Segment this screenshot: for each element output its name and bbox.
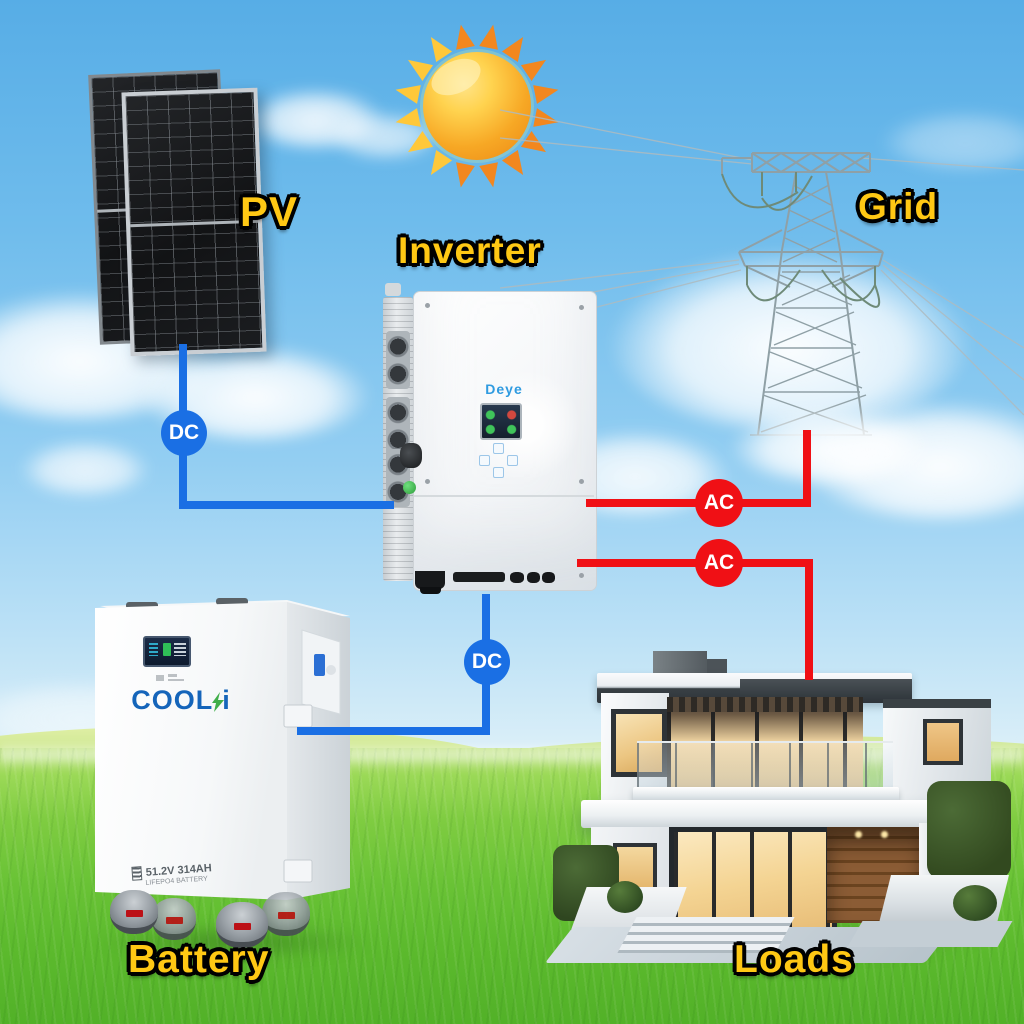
ac-badge-loads: AC (695, 539, 743, 587)
power-led (403, 481, 416, 494)
badge-text: AC (703, 491, 735, 514)
ac-badge-grid: AC (695, 479, 743, 527)
caster-wheel (262, 892, 310, 936)
caster-wheel (216, 902, 268, 948)
mounting-tab (385, 283, 401, 296)
ac-line-grid-vertical (803, 430, 811, 507)
inverter-brand: Deye (485, 381, 523, 397)
panel-divider (130, 219, 259, 228)
inverter-unit: Deye (383, 283, 598, 605)
hedge (927, 781, 1011, 879)
insulators (721, 172, 881, 308)
connector (527, 572, 540, 583)
patio (847, 921, 1013, 947)
wing-window (923, 719, 963, 765)
battery-label: Battery (128, 938, 270, 981)
battery-front-face (95, 602, 287, 900)
transmission-tower (500, 109, 1024, 436)
touch-button (479, 455, 490, 466)
dc-line-pv-horizontal (179, 501, 394, 509)
connector (453, 572, 505, 582)
balcony-edge (633, 787, 899, 804)
dc-badge-pv: DC (161, 410, 207, 456)
fan-icon (386, 331, 410, 389)
ceiling-slats (667, 697, 863, 712)
caster-wheel (152, 898, 196, 940)
badge-text: DC (471, 650, 503, 673)
connector (542, 572, 555, 583)
logo-text: i (222, 685, 231, 715)
touch-button (493, 467, 504, 478)
caster-wheel (110, 890, 158, 934)
grid-label: Grid (858, 186, 939, 227)
mounting-bracket (283, 704, 313, 728)
bush (607, 881, 643, 913)
battery-handle (216, 598, 248, 605)
sun-rays-icon (395, 24, 559, 188)
certification-marks (156, 674, 190, 682)
connector (420, 587, 441, 594)
mounting-bracket (283, 859, 313, 883)
lightning-icon (212, 692, 225, 712)
cloud (20, 440, 150, 495)
connector (510, 572, 524, 583)
logo-text: COO (131, 685, 196, 715)
touch-button (507, 455, 518, 466)
badge-text: AC (703, 551, 735, 574)
loads-label: Loads (734, 938, 854, 981)
badge-text: DC (168, 421, 200, 444)
inverter-screen (480, 403, 522, 440)
roof-deck (740, 679, 912, 699)
breaker-switch (314, 654, 325, 676)
ac-line-loads-vertical (805, 559, 813, 680)
sun (392, 21, 562, 191)
bush (953, 885, 997, 921)
logo-text: L (195, 685, 214, 715)
connector (415, 571, 445, 589)
inverter-seam (414, 495, 594, 497)
dc-badge-battery: DC (464, 639, 510, 685)
inverter-label: Inverter (398, 230, 542, 271)
house (544, 635, 1015, 963)
dc-line-battery-horizontal (297, 727, 490, 735)
cloud (730, 408, 930, 483)
pv-label: PV (240, 188, 299, 235)
downlight (855, 831, 862, 838)
downlight (881, 831, 888, 838)
cloud (880, 110, 1024, 170)
lower-glass-doors (669, 827, 837, 937)
touch-button (493, 443, 504, 454)
battery-display (143, 636, 191, 667)
mid-slab (581, 800, 943, 828)
battery-icon (131, 866, 143, 881)
cloud (610, 250, 970, 430)
dc-switch-knob (400, 443, 422, 468)
